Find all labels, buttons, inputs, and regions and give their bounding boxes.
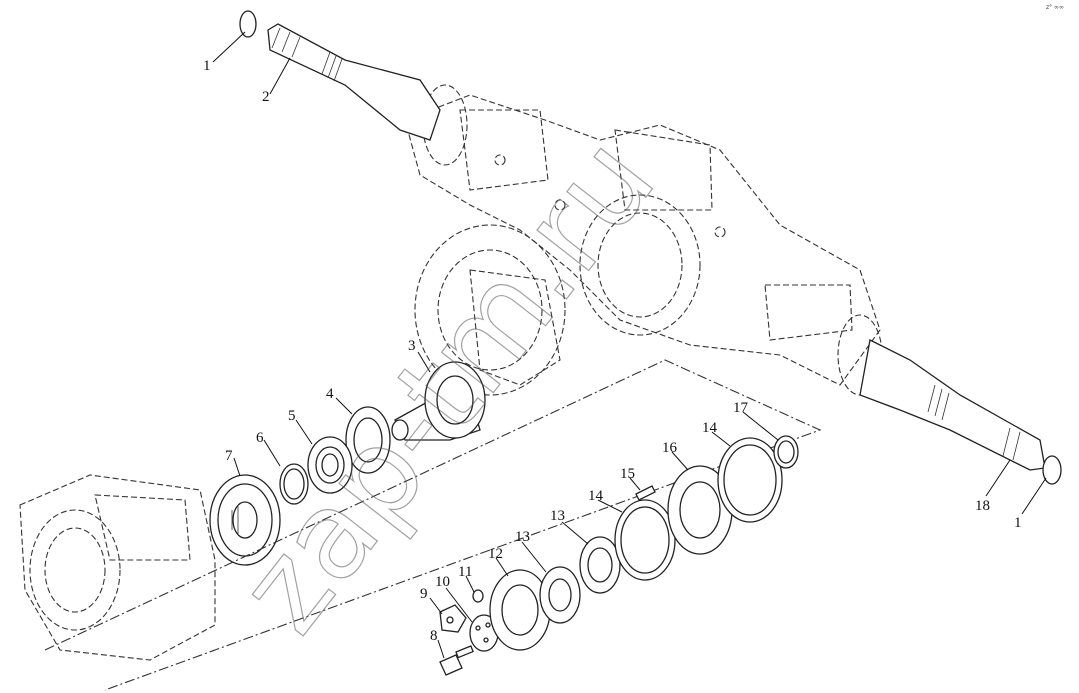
seal-17 (773, 435, 799, 469)
label-12: 12 (488, 546, 503, 562)
label-16: 16 (662, 440, 678, 456)
label-9: 9 (420, 586, 428, 602)
bearing-13b (579, 536, 621, 594)
lock-plate (439, 604, 467, 633)
stud-15 (635, 485, 656, 501)
label-14-upper: 14 (702, 420, 718, 436)
bevel-pinion (391, 361, 486, 441)
label-18: 18 (975, 498, 990, 514)
label-4: 4 (326, 386, 334, 402)
label-15: 15 (620, 466, 635, 482)
washer-10 (469, 614, 499, 652)
nut-11 (472, 589, 484, 603)
bearing-13a (539, 566, 581, 624)
spur-gear (209, 474, 281, 566)
label-1-right: 1 (1014, 515, 1022, 531)
label-1-left: 1 (203, 58, 211, 74)
label-2: 2 (262, 89, 270, 105)
label-5: 5 (288, 408, 296, 424)
label-3: 3 (408, 338, 416, 354)
right-half-shaft (859, 339, 1062, 485)
pinion-bearing (307, 436, 353, 494)
corner-mark: z° ∞∞ (1046, 4, 1064, 11)
bolt (439, 645, 474, 676)
leader-lines (212, 31, 1047, 659)
spacer-ring (345, 406, 391, 474)
label-14-lower: 14 (588, 488, 604, 504)
label-6: 6 (256, 430, 264, 446)
gearbox-housing (19, 474, 216, 661)
cover-16 (667, 465, 733, 555)
part-labels: 1 2 3 4 5 6 7 8 9 10 11 12 13 13 14 14 1… (203, 58, 1022, 644)
left-half-shaft (239, 10, 441, 141)
label-7: 7 (225, 448, 233, 464)
flange-12 (489, 569, 551, 651)
label-13-lower: 13 (515, 529, 530, 545)
label-17: 17 (733, 400, 749, 416)
gasket-14a (614, 499, 676, 581)
gasket-14b (717, 437, 783, 523)
differential-cover (414, 224, 566, 396)
label-8: 8 (430, 628, 438, 644)
label-13-upper: 13 (550, 508, 565, 524)
label-11: 11 (458, 564, 472, 580)
snap-ring (279, 463, 309, 505)
label-10: 10 (435, 574, 450, 590)
reference-frame (44, 359, 822, 691)
